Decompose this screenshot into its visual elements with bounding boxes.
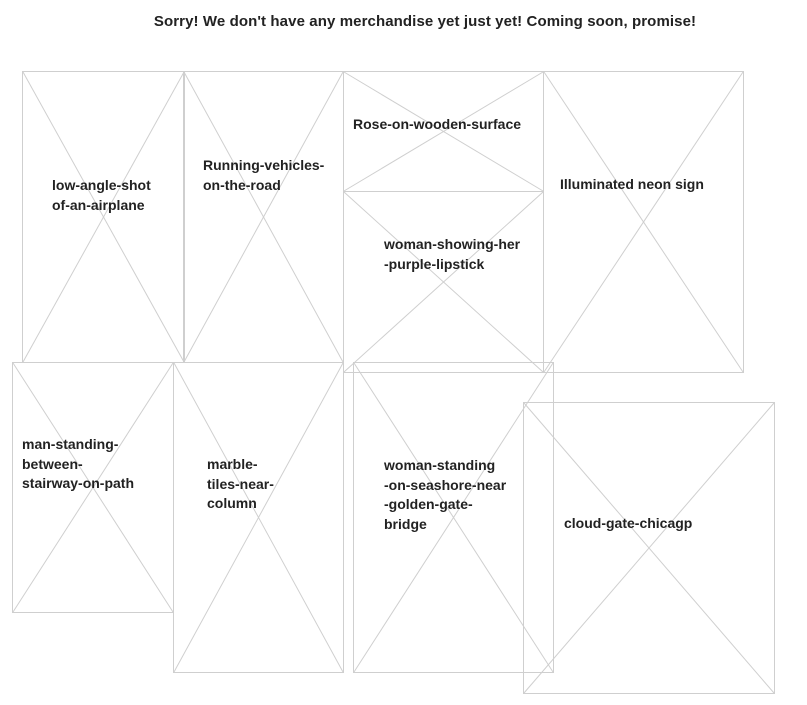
gallery-item-marble-tiles[interactable]: marble- tiles-near- column: [173, 362, 344, 673]
gallery-item-running-vehicles[interactable]: Running-vehicles- on-the-road: [183, 71, 344, 363]
image-placeholder-icon: [343, 71, 544, 192]
gallery-item-purple-lipstick[interactable]: woman-showing-her -purple-lipstick: [343, 191, 544, 373]
gallery-item-label: Rose-on-wooden-surface: [353, 116, 522, 132]
gallery-item-cloud-gate[interactable]: cloud-gate-chicagp: [523, 402, 775, 694]
gallery-item-label: Running-vehicles- on-the-road: [203, 157, 325, 193]
image-placeholder-icon: [353, 362, 554, 673]
gallery-item-airplane[interactable]: low-angle-shot of-an-airplane: [22, 71, 185, 363]
gallery-item-label: marble- tiles-near- column: [207, 456, 274, 511]
gallery-item-label: cloud-gate-chicagp: [564, 515, 693, 531]
gallery-item-label: woman-standing -on-seashore-near -golden…: [384, 457, 507, 532]
image-placeholder-icon: [12, 362, 174, 613]
gallery-item-neon-sign[interactable]: Illuminated neon sign: [543, 71, 744, 373]
image-placeholder-icon: [173, 362, 344, 673]
image-placeholder-icon: [343, 191, 544, 373]
gallery-item-rose[interactable]: Rose-on-wooden-surface: [343, 71, 544, 192]
gallery-item-label: man-standing- between- stairway-on-path: [22, 436, 135, 491]
image-placeholder-icon: [543, 71, 744, 373]
gallery-item-label: low-angle-shot of-an-airplane: [52, 177, 151, 213]
image-placeholder-icon: [183, 71, 344, 363]
gallery-item-golden-gate[interactable]: woman-standing -on-seashore-near -golden…: [353, 362, 554, 673]
coming-soon-notice: Sorry! We don't have any merchandise yet…: [153, 13, 697, 30]
image-placeholder-icon: [523, 402, 775, 694]
image-placeholder-icon: [22, 71, 185, 363]
gallery-item-label: woman-showing-her -purple-lipstick: [384, 236, 521, 272]
gallery-item-label: Illuminated neon sign: [560, 176, 704, 192]
gallery-item-man-stairway[interactable]: man-standing- between- stairway-on-path: [12, 362, 174, 613]
